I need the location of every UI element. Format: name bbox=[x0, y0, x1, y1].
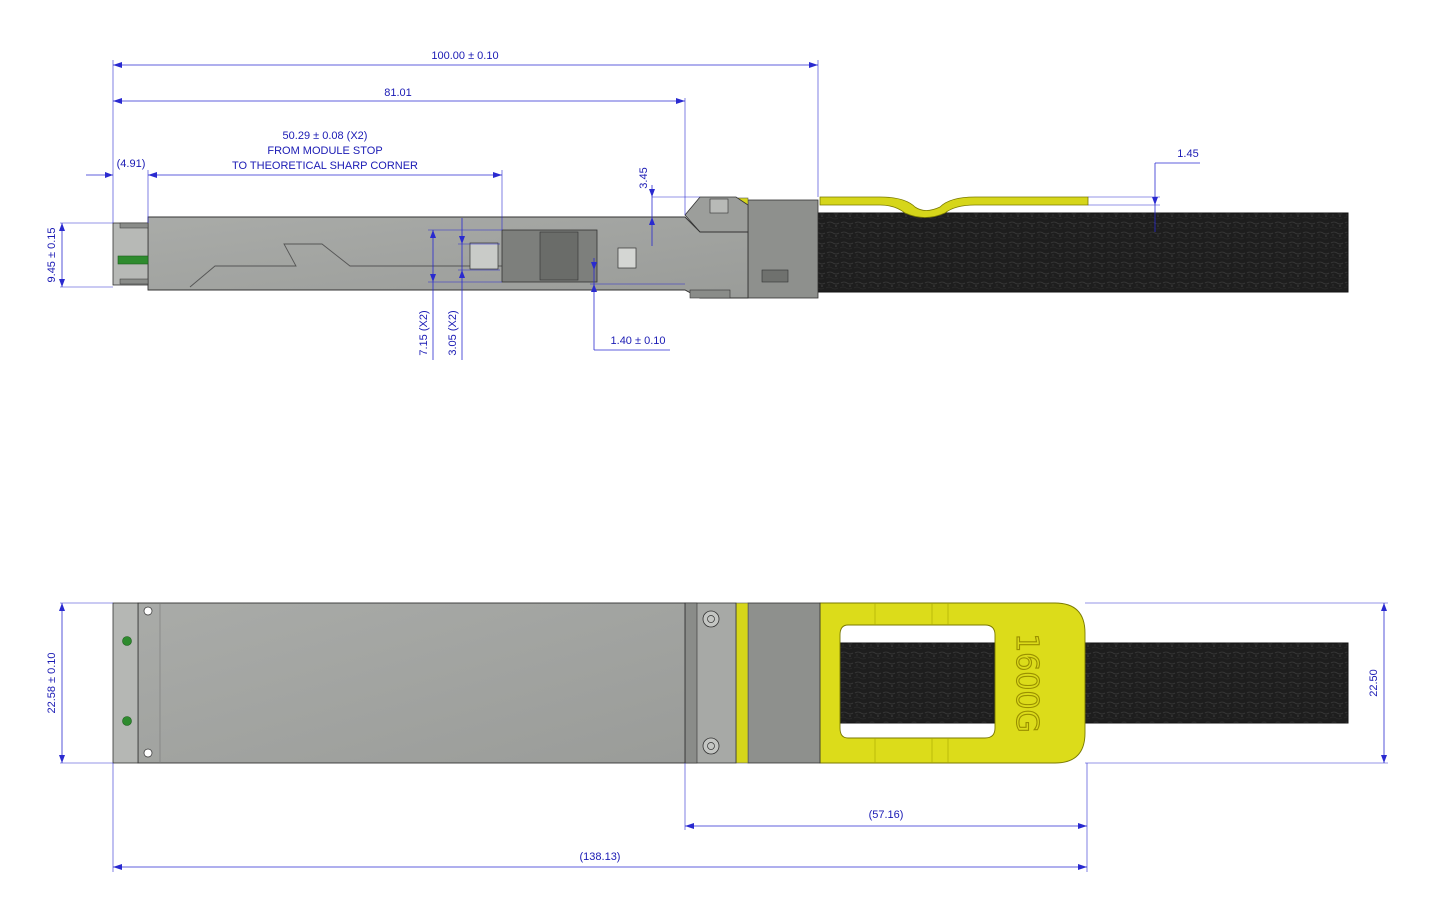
side-small-clip bbox=[617, 247, 637, 269]
dim-pull-tab-width: 22.50 bbox=[1368, 669, 1380, 697]
plan-hole-bottom bbox=[143, 748, 153, 758]
dim-upper-ref: 7.15 (X2) bbox=[418, 310, 430, 355]
side-dimension-lines bbox=[59, 60, 1200, 360]
plan-latch-rail bbox=[684, 602, 698, 764]
plan-connector-rear bbox=[747, 602, 821, 764]
plan-cable bbox=[829, 642, 1349, 724]
dim-module-stop-line3: TO THEORETICAL SHARP CORNER bbox=[232, 160, 418, 172]
plan-dimension-lines bbox=[59, 602, 1388, 872]
dim-total-length: (138.13) bbox=[580, 851, 621, 863]
plan-contact-top bbox=[122, 636, 132, 646]
plan-yellow-band bbox=[735, 602, 749, 764]
side-nose bbox=[112, 222, 149, 286]
dim-shell-thickness: 1.40 ± 0.10 bbox=[611, 335, 666, 347]
plan-pull-tab bbox=[819, 602, 1086, 764]
dim-pull-tab-offset: 1.45 bbox=[1177, 148, 1198, 160]
side-clip bbox=[469, 242, 499, 270]
plan-hole-top bbox=[143, 606, 153, 616]
plan-screw-bottom bbox=[702, 737, 720, 755]
side-lower-lip bbox=[119, 278, 149, 285]
side-window-inner bbox=[539, 231, 579, 281]
dim-tab-length: (57.16) bbox=[869, 809, 904, 821]
side-connector-rear bbox=[747, 199, 819, 299]
dim-stop-to-latch: 81.01 bbox=[384, 87, 412, 99]
plan-pull-tab-label-group: 1600G bbox=[1008, 633, 1044, 734]
side-housing-profile bbox=[189, 243, 502, 288]
dim-latch-height: 3.45 bbox=[638, 167, 650, 188]
side-housing bbox=[147, 216, 749, 299]
side-rear-clip bbox=[761, 269, 789, 283]
side-latch-window bbox=[709, 198, 729, 214]
side-upper-lip bbox=[119, 222, 149, 229]
dim-width: 22.58 ± 0.10 bbox=[46, 652, 58, 713]
dim-overall-length: 100.00 ± 0.10 bbox=[431, 50, 498, 62]
plan-view: 1600G bbox=[46, 602, 1388, 872]
plan-nose bbox=[112, 602, 139, 764]
dim-module-stop-line1: 50.29 ± 0.08 (X2) bbox=[283, 130, 368, 142]
plan-pull-tab-label: 1600G bbox=[1009, 633, 1044, 733]
plan-screw-top bbox=[702, 610, 720, 628]
dim-height: 9.45 ± 0.15 bbox=[46, 228, 58, 283]
plan-housing bbox=[137, 602, 686, 764]
dim-front-offset: (4.91) bbox=[117, 158, 146, 170]
side-bottom-tab bbox=[689, 289, 731, 299]
side-view: 100.00 ± 0.10 81.01 50.29 ± 0.08 (X2) FR… bbox=[46, 50, 1349, 360]
side-cable bbox=[817, 212, 1349, 293]
dim-module-stop-line2: FROM MODULE STOP bbox=[267, 145, 382, 157]
plan-contact-bottom bbox=[122, 716, 132, 726]
side-pcb-edge bbox=[117, 255, 149, 265]
dim-lower-ref: 3.05 (X2) bbox=[447, 310, 459, 355]
